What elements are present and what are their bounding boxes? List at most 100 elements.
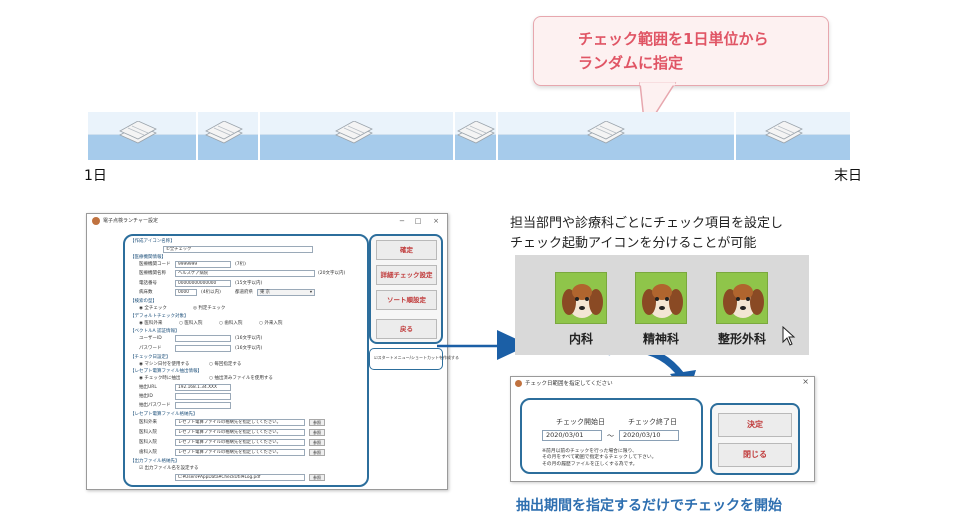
section-default: 【デフォルトチェック対象】: [130, 314, 189, 319]
start-date-label: チェック開始日: [556, 418, 605, 426]
password-note: (16文字以内): [235, 346, 263, 351]
range-separator: 〜: [607, 432, 614, 440]
sort-order-button[interactable]: ソート順設定: [376, 290, 437, 310]
note-line-1: ※前月以前のチェックを行った場合に限り、: [542, 449, 637, 454]
dept-label-psychiatry: 精神科: [643, 332, 680, 346]
end-date-input[interactable]: 2020/03/10: [619, 430, 679, 441]
settings-window: 電子点検ランチャー設定 − □ × 【作成アイコン名称】 ①全チェック 【医療機…: [86, 213, 459, 490]
check-date-each-radio[interactable]: ○ 毎回指定する: [209, 362, 242, 367]
extract-password-label: 抽出パスワード: [139, 403, 171, 408]
folder-input[interactable]: レセプト電算ファイルの格納先を指定してください。: [175, 449, 305, 456]
output-name-checkbox[interactable]: ☑ 出力ファイル名を設定する: [139, 466, 199, 471]
dialog-title: チェック日範囲を指定してください: [525, 381, 613, 387]
back-button[interactable]: 戻る: [376, 319, 437, 339]
check-type-all-radio[interactable]: ◉ 全チェック: [139, 306, 167, 311]
section-icon-name: 【作成アイコン名称】: [130, 239, 175, 244]
dialog-close-button[interactable]: ×: [802, 377, 809, 386]
timeline-divider: [258, 112, 260, 160]
section-check-date: 【チェック日設定】: [130, 355, 171, 360]
detail-check-button[interactable]: 詳細チェック設定: [376, 265, 437, 285]
minimize-button[interactable]: −: [399, 217, 405, 225]
bubble-line-1: チェック範囲を1日単位から: [578, 30, 769, 48]
close-button[interactable]: ×: [433, 217, 439, 225]
folder-label: 医科外来: [139, 420, 157, 425]
folder-input[interactable]: レセプト電算ファイルの格納先を指定してください。: [175, 429, 305, 436]
extract-id-input[interactable]: [175, 393, 231, 400]
user-id-input[interactable]: [175, 335, 231, 342]
maximize-button[interactable]: □: [414, 217, 422, 225]
check-type-judge-radio[interactable]: ◎ 判定チェック: [193, 306, 226, 311]
timeline-end-label: 末日: [834, 168, 862, 184]
dog-icon[interactable]: [555, 272, 607, 324]
section-receipt: 【レセプト電算ファイル抽出情報】: [130, 369, 202, 374]
extract-id-label: 抽出ID: [139, 394, 153, 399]
speech-bubble: チェック範囲を1日単位から ランダムに指定: [533, 16, 829, 86]
password-input[interactable]: [175, 345, 231, 352]
close-dialog-button[interactable]: 閉じる: [718, 443, 792, 467]
receipt-extract-radio[interactable]: ◉ チェック時に抽出: [139, 376, 181, 381]
extract-password-input[interactable]: [175, 402, 231, 409]
icon-name-input[interactable]: ①全チェック: [163, 246, 313, 253]
beds-note: (4桁以内): [201, 290, 221, 295]
timeline-divider: [734, 112, 736, 160]
password-label: パスワード: [139, 346, 162, 351]
mouse-cursor-icon: [782, 326, 796, 346]
dog-icon[interactable]: [635, 272, 687, 324]
facility-code-input[interactable]: 9999999: [175, 261, 231, 268]
date-range-panel: チェック開始日 チェック終了日 2020/03/01 〜 2020/03/10 …: [520, 398, 703, 474]
browse-button[interactable]: 参照: [309, 439, 325, 446]
facility-name-label: 医療機関名称: [139, 271, 166, 276]
shortcut-checkbox[interactable]: ☑スタートメニュー/ショートカットを作成する: [374, 355, 459, 361]
settings-form-panel: 【作成アイコン名称】 ①全チェック 【医療機関情報】 医療機関コード 99999…: [123, 234, 369, 487]
right-arrow-icon: [437, 330, 529, 360]
folder-input[interactable]: レセプト電算ファイルの格納先を指定してください。: [175, 419, 305, 426]
bottom-caption: 抽出期間を指定するだけでチェックを開始: [516, 498, 782, 514]
facility-code-note: (7桁): [235, 262, 246, 267]
window-title: 電子点検ランチャー設定: [103, 218, 158, 224]
receipt-use-file-radio[interactable]: ○ 抽出済みファイルを使用する: [209, 376, 273, 381]
pref-select[interactable]: 東 京 ▾: [257, 289, 315, 296]
bubble-text: チェック範囲を1日単位から ランダムに指定: [578, 27, 768, 75]
dialog-note: ※前月以前のチェックを行った場合に限り、 その月をすべて範囲で指定するチェックし…: [542, 449, 656, 468]
facility-code-label: 医療機関コード: [139, 262, 171, 267]
dept-caption-line-2: チェック起動アイコンを分けることが可能: [510, 236, 757, 251]
document-stack-icon: [205, 121, 243, 144]
bubble-line-2: ランダムに指定: [578, 54, 684, 72]
section-receipt-folder: 【レセプト電算ファイル格納先】: [130, 412, 198, 417]
start-date-input[interactable]: 2020/03/01: [542, 430, 602, 441]
dept-caption-line-1: 担当部門や診療科ごとにチェック項目を設定し: [510, 216, 784, 231]
beds-input[interactable]: 0000: [175, 289, 197, 296]
timeline-start-label: 1日: [84, 168, 107, 184]
phone-input[interactable]: 00000000000000: [175, 280, 231, 287]
default-radio-3[interactable]: ○ 歯科入院: [219, 321, 243, 326]
extract-url-input[interactable]: 192.168.1.34.XXX: [175, 384, 231, 391]
checkbox-icon: ☑: [374, 355, 378, 360]
browse-button[interactable]: 参照: [309, 449, 325, 456]
output-path-input[interactable]: C:¥Users¥AppData¥CheckUtil¥Log.pdf: [175, 474, 305, 481]
chevron-down-icon: ▾: [309, 290, 312, 295]
app-icon: [515, 380, 522, 387]
default-radio-2[interactable]: ○ 医科入院: [179, 321, 203, 326]
browse-button[interactable]: 参照: [309, 429, 325, 436]
check-date-machine-radio[interactable]: ◉ マシン日付を使用する: [139, 362, 190, 367]
pref-label: 都道府県: [235, 290, 253, 295]
facility-name-input[interactable]: ヘルスケア病院: [175, 270, 315, 277]
pref-select-value: 東 京: [260, 290, 270, 295]
dog-icon[interactable]: [716, 272, 768, 324]
ok-button[interactable]: 決定: [718, 413, 792, 437]
dialog-button-panel: 決定 閉じる: [710, 403, 800, 475]
document-stack-icon: [335, 121, 373, 144]
timeline-divider: [196, 112, 198, 160]
confirm-button[interactable]: 確定: [376, 240, 437, 260]
shortcut-option-panel: ☑スタートメニュー/ショートカットを作成する: [369, 348, 459, 370]
default-radio-1[interactable]: ◉ 医科外来: [139, 321, 163, 326]
timeline-divider: [496, 112, 498, 160]
output-browse-button[interactable]: 参照: [309, 474, 325, 481]
default-radio-4[interactable]: ○ 外来入院: [259, 321, 283, 326]
section-auth: 【ベクトルA 認証情報】: [130, 329, 180, 334]
phone-note: (15文字以内): [235, 281, 263, 286]
date-range-dialog: チェック日範囲を指定してください × チェック開始日 チェック終了日 2020/…: [510, 376, 815, 482]
browse-button[interactable]: 参照: [309, 419, 325, 426]
folder-input[interactable]: レセプト電算ファイルの格納先を指定してください。: [175, 439, 305, 446]
